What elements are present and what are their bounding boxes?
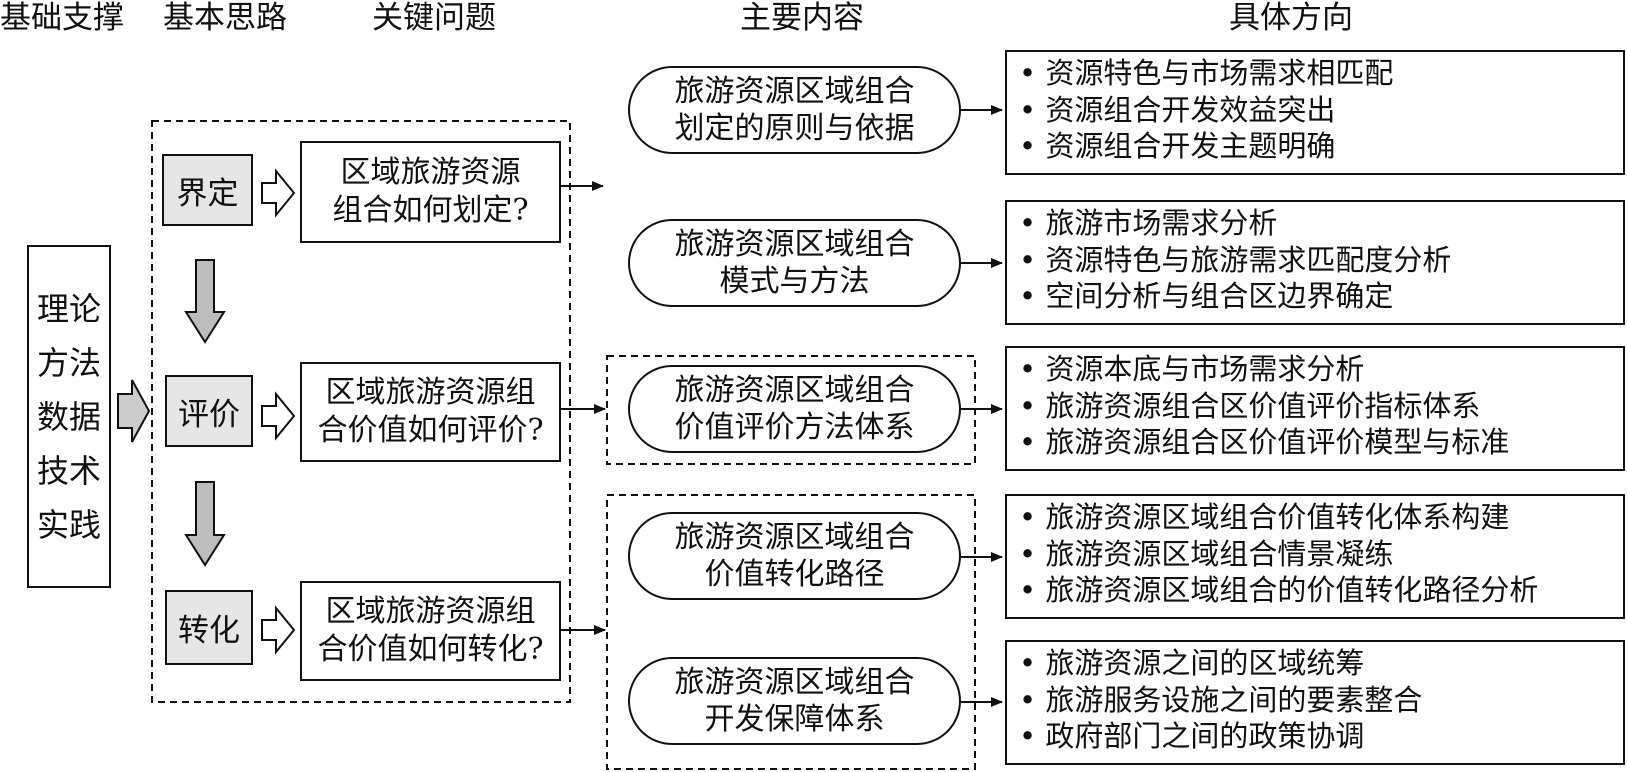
direction-box-3: 资源本底与市场需求分析 旅游资源组合区价值评价指标体系 旅游资源组合区价值评价模… [1005,346,1625,471]
question-line: 合价值如何评价? [317,413,544,448]
direction-item: 旅游资源区域组合情景凝练 [1019,536,1623,573]
question-define-box: 区域旅游资源 组合如何划定? [300,141,561,243]
content-title-line: 价值评价方法体系 [674,410,915,445]
content-title-line: 旅游资源区域组合 [674,227,915,262]
content-pill-3: 旅游资源区域组合 价值评价方法体系 [628,365,961,453]
foundation-item: 实践 [36,505,101,544]
question-transform-box: 区域旅游资源组 合价值如何转化? [300,581,561,681]
transform-hollow-arrow [261,605,296,655]
header-main-content: 主要内容 [740,0,864,36]
header-directions: 具体方向 [1229,0,1353,36]
foundation-box: 理论 方法 数据 技术 实践 [27,245,111,588]
content-title-line: 旅游资源区域组合 [674,74,915,109]
down-arrow-define-to-evaluate [184,259,226,344]
step-label-define: 界定 [162,154,253,226]
content-title-line: 旅游资源区域组合 [674,373,915,408]
evaluate-hollow-arrow [261,391,296,441]
direction-item: 旅游资源组合区价值评价模型与标准 [1019,424,1623,461]
direction-box-4: 旅游资源区域组合价值转化体系构建 旅游资源区域组合情景凝练 旅游资源区域组合的价… [1005,494,1625,619]
header-approach: 基本思路 [163,0,287,36]
down-arrow-evaluate-to-transform [184,481,226,567]
define-hollow-arrow [261,168,296,218]
content-pill-2: 旅游资源区域组合 模式与方法 [628,219,961,307]
direction-item: 资源特色与市场需求相匹配 [1019,55,1623,92]
content-pill-5: 旅游资源区域组合 开发保障体系 [628,657,961,745]
content-title-line: 模式与方法 [719,264,870,299]
foundation-item: 技术 [36,451,101,490]
question-line: 区域旅游资源组 [325,375,536,410]
foundation-hollow-arrow [117,379,151,443]
content-title-line: 价值转化路径 [704,557,885,592]
content-title-line: 旅游资源区域组合 [674,520,915,555]
header-key-questions: 关键问题 [372,0,496,36]
transform-dashed-group [606,494,976,770]
step-label-transform: 转化 [165,590,253,665]
direction-item: 资源组合开发效益突出 [1019,92,1623,129]
foundation-item: 理论 [36,289,101,328]
direction-item: 资源本底与市场需求分析 [1019,351,1623,388]
direction-box-1: 资源特色与市场需求相匹配 资源组合开发效益突出 资源组合开发主题明确 [1005,50,1625,175]
direction-item: 旅游服务设施之间的要素整合 [1019,682,1623,719]
direction-item: 旅游资源组合区价值评价指标体系 [1019,388,1623,425]
question-line: 区域旅游资源组 [325,594,536,629]
direction-item: 旅游资源区域组合的价值转化路径分析 [1019,572,1623,609]
direction-item: 空间分析与组合区边界确定 [1019,278,1623,315]
direction-box-2: 旅游市场需求分析 资源特色与旅游需求匹配度分析 空间分析与组合区边界确定 [1005,200,1625,325]
direction-item: 旅游资源区域组合价值转化体系构建 [1019,499,1623,536]
foundation-item: 数据 [36,397,101,436]
approach-dashed-group [151,120,571,703]
content-title-line: 旅游资源区域组合 [674,665,915,700]
question-line: 区域旅游资源 [340,155,521,190]
content-pill-4: 旅游资源区域组合 价值转化路径 [628,512,961,600]
direction-box-5: 旅游资源之间的区域统筹 旅游服务设施之间的要素整合 政府部门之间的政策协调 [1005,640,1625,765]
direction-item: 资源特色与旅游需求匹配度分析 [1019,242,1623,279]
content-title-line: 开发保障体系 [704,702,885,737]
foundation-item: 方法 [36,343,101,382]
step-label-evaluate: 评价 [165,375,253,447]
content-pill-1: 旅游资源区域组合 划定的原则与依据 [628,66,961,154]
content-title-line: 划定的原则与依据 [674,111,915,146]
question-evaluate-box: 区域旅游资源组 合价值如何评价? [300,362,561,462]
direction-item: 旅游市场需求分析 [1019,205,1623,242]
direction-item: 旅游资源之间的区域统筹 [1019,645,1623,682]
question-line: 组合如何划定? [332,193,529,228]
direction-item: 资源组合开发主题明确 [1019,128,1623,165]
header-foundation: 基础支撑 [0,0,124,36]
question-line: 合价值如何转化? [317,632,544,667]
direction-item: 政府部门之间的政策协调 [1019,718,1623,755]
